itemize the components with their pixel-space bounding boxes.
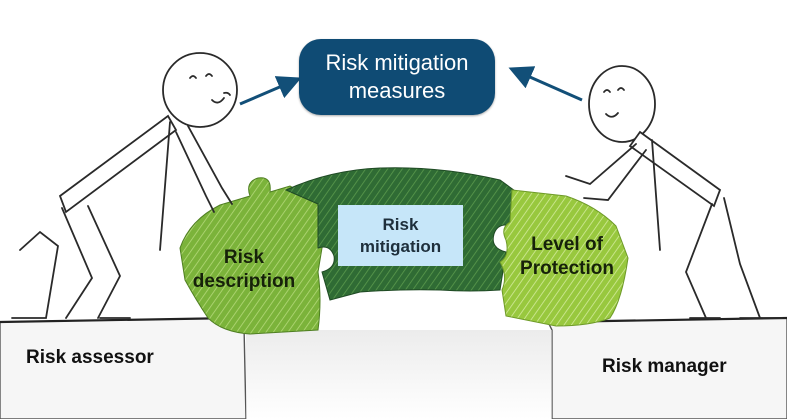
- node-label: Risk mitigation measures: [325, 50, 469, 103]
- risk-manager-label: Risk manager: [602, 356, 727, 377]
- stick-figure-assessor: [11, 52, 238, 319]
- risk-mitigation-label-box: Risk mitigation: [338, 205, 463, 266]
- ground: [0, 317, 787, 419]
- center-piece-label: Risk mitigation: [359, 214, 442, 256]
- right-piece-label: Level of Protection: [520, 234, 614, 279]
- puzzle-piece-right: [499, 189, 629, 327]
- arrow-left: [239, 76, 302, 106]
- arrow-right: [508, 66, 583, 102]
- left-piece-label: Risk description: [192, 247, 296, 292]
- risk-assessor-label: Risk assessor: [26, 347, 154, 368]
- risk-mitigation-measures-node: Risk mitigation measures: [299, 39, 495, 115]
- pit: [246, 330, 552, 419]
- stick-figure-manager: [565, 65, 783, 319]
